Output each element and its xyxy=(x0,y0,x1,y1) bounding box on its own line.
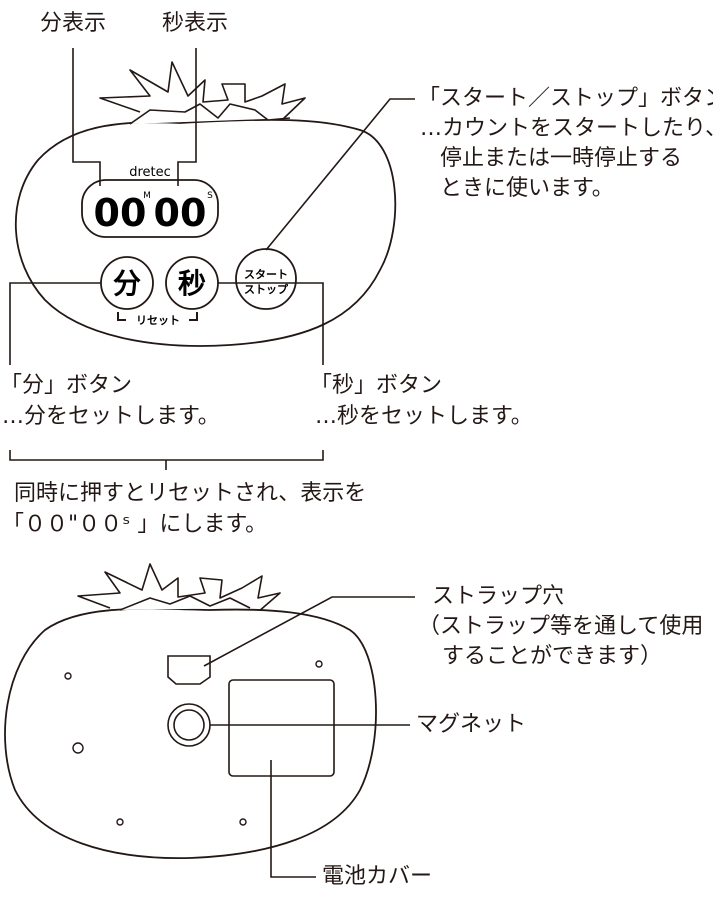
strap-hole-desc-2: することができます） xyxy=(442,644,663,669)
second-button-title: 「秒」ボタン xyxy=(310,373,443,398)
battery-cover xyxy=(228,679,335,777)
screw-hole-2 xyxy=(72,742,84,754)
reset-note-1: 同時に押すとリセットされ、表示を xyxy=(14,481,367,506)
display-unit-s: S xyxy=(207,191,213,201)
reset-combo-bracket xyxy=(9,450,324,461)
leader-second-button xyxy=(218,282,324,365)
brand-logo: dretec xyxy=(129,165,171,180)
startstop-label-2: ストップ xyxy=(244,282,289,296)
battery-cover-label: 電池カバー xyxy=(322,864,433,889)
minute-button-title: 「分」ボタン xyxy=(0,373,133,398)
reset-bracket-right xyxy=(189,312,198,321)
display-minutes: 00 xyxy=(94,191,147,235)
display-unit-m: M xyxy=(143,191,151,201)
minute-button-label: 分 xyxy=(113,267,141,300)
label-minute-display: 分表示 xyxy=(40,11,107,36)
reset-marker-text: リセット xyxy=(136,314,180,327)
back-leaves xyxy=(77,563,281,613)
strap-hole xyxy=(167,655,211,685)
magnet-inner xyxy=(173,709,205,741)
screw-hole-5 xyxy=(239,818,247,826)
startstop-desc-1: …カウントをスタートしたり、 xyxy=(420,116,713,141)
second-button-desc: …秒をセットします。 xyxy=(315,404,533,429)
leader-strap-hole xyxy=(203,596,415,667)
leader-second-display xyxy=(177,48,197,186)
back-leaf-band xyxy=(119,595,251,611)
screw-hole-4 xyxy=(116,818,124,826)
front-leaf-band xyxy=(129,103,291,125)
minute-button-desc: …分をセットします。 xyxy=(2,404,220,429)
leader-minute-display xyxy=(72,48,101,186)
magnet-label: マグネット xyxy=(416,712,527,737)
display-seconds: 00 xyxy=(154,191,207,235)
second-button-label: 秒 xyxy=(178,267,206,300)
startstop-label-1: スタート xyxy=(244,268,288,281)
reset-bracket-left xyxy=(117,312,126,321)
leader-battery-cover xyxy=(270,760,316,878)
startstop-title: 「スタート／ストップ」ボタン xyxy=(418,86,713,111)
startstop-desc-2: 停止または一時停止する xyxy=(440,146,683,171)
strap-hole-desc-1: （ストラップ等を通して使用 xyxy=(418,614,704,639)
strap-hole-title: ストラップ穴 xyxy=(432,584,565,609)
screw-hole-3 xyxy=(315,660,323,668)
leader-minute-button xyxy=(9,282,101,365)
screw-hole-1 xyxy=(64,672,72,680)
startstop-desc-3: ときに使います。 xyxy=(440,176,614,201)
leader-startstop xyxy=(265,98,415,251)
front-leaves xyxy=(99,61,306,121)
label-second-display: 秒表示 xyxy=(162,11,229,36)
reset-note-2: 「００"００ˢ 」にします。 xyxy=(2,512,268,537)
lcd-display xyxy=(81,179,219,238)
